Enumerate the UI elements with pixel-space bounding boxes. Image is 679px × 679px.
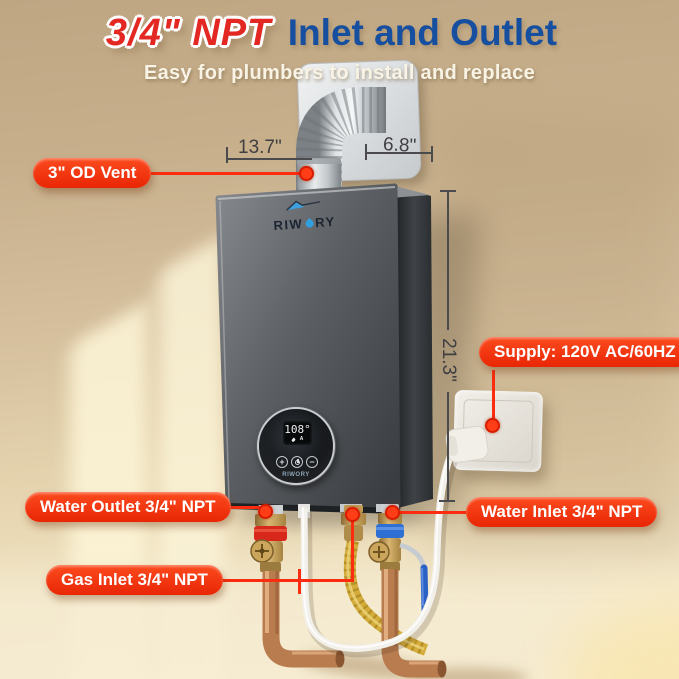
panel-brand-text: RIWORY bbox=[282, 472, 310, 478]
gas-inlet-leader-line bbox=[351, 517, 354, 582]
power-cord bbox=[300, 450, 460, 658]
supply-leader-line bbox=[492, 370, 495, 422]
power-icon bbox=[294, 458, 300, 465]
power-button[interactable] bbox=[291, 456, 303, 468]
temperature-value: 108° bbox=[284, 423, 311, 436]
water-inlet-valve-assembly bbox=[368, 504, 447, 678]
temperature-display: 108° A bbox=[283, 421, 312, 445]
headline-npt-text: 3/4" NPT bbox=[105, 12, 272, 54]
dim-depth-line bbox=[365, 152, 433, 154]
wall-shade bbox=[430, 120, 679, 550]
dim-height-line bbox=[447, 192, 449, 330]
gas-supply-hose bbox=[343, 539, 429, 656]
subheadline: Easy for plumbers to install and replace bbox=[143, 62, 535, 84]
vent-callout: 3" OD Vent bbox=[33, 158, 152, 188]
water-inlet-point-dot bbox=[385, 505, 400, 520]
dim-height-line bbox=[447, 392, 449, 502]
dim-width-tick bbox=[226, 147, 228, 163]
temp-down-button[interactable]: − bbox=[306, 456, 318, 468]
water-drop-icon bbox=[303, 217, 315, 229]
brand-text-left: RIW bbox=[272, 216, 304, 234]
dim-height-label: 21.3" bbox=[437, 338, 459, 382]
brand-swoosh-icon bbox=[286, 200, 321, 211]
dim-height-tick bbox=[439, 500, 455, 502]
brand-text-right: RY bbox=[314, 213, 337, 231]
supply-callout: Supply: 120V AC/60HZ bbox=[479, 337, 679, 367]
headline: 3/4" NPT Inlet and Outlet bbox=[0, 12, 671, 55]
gas-inlet-callout: Gas Inlet 3/4" NPT bbox=[46, 565, 223, 595]
vent-point-dot bbox=[299, 166, 314, 181]
gas-inlet-leader-tick bbox=[298, 569, 301, 594]
dim-width-label: 13.7" bbox=[238, 137, 282, 158]
mode-a-icon: A bbox=[299, 436, 304, 442]
power-plug bbox=[445, 425, 489, 463]
water-inlet-leader-line bbox=[398, 511, 470, 514]
supply-point-dot bbox=[485, 418, 500, 433]
brand-logo: RIW RY bbox=[264, 195, 344, 233]
water-outlet-valve-assembly bbox=[250, 505, 345, 668]
dim-width-line bbox=[226, 158, 312, 160]
dim-depth-tick bbox=[431, 146, 433, 162]
water-outlet-callout: Water Outlet 3/4" NPT bbox=[25, 492, 231, 522]
headline-inlet-outlet-text: Inlet and Outlet bbox=[287, 12, 558, 53]
water-outlet-point-dot bbox=[258, 504, 273, 519]
control-panel: 108° A + − RIWORY bbox=[257, 407, 335, 485]
dim-height-tick bbox=[440, 190, 456, 192]
water-inlet-callout: Water Inlet 3/4" NPT bbox=[466, 497, 658, 527]
temp-up-button[interactable]: + bbox=[276, 456, 288, 468]
vent-leader-line bbox=[140, 172, 306, 175]
display-status-icons: A bbox=[290, 436, 304, 442]
water-outlet-leader-line bbox=[215, 506, 260, 509]
dim-depth-label: 6.8" bbox=[382, 134, 417, 157]
pipe-shadow bbox=[408, 668, 528, 679]
gas-inlet-point-dot bbox=[345, 507, 360, 522]
flame-icon bbox=[290, 437, 296, 442]
gas-inlet-leader-line bbox=[222, 579, 354, 582]
